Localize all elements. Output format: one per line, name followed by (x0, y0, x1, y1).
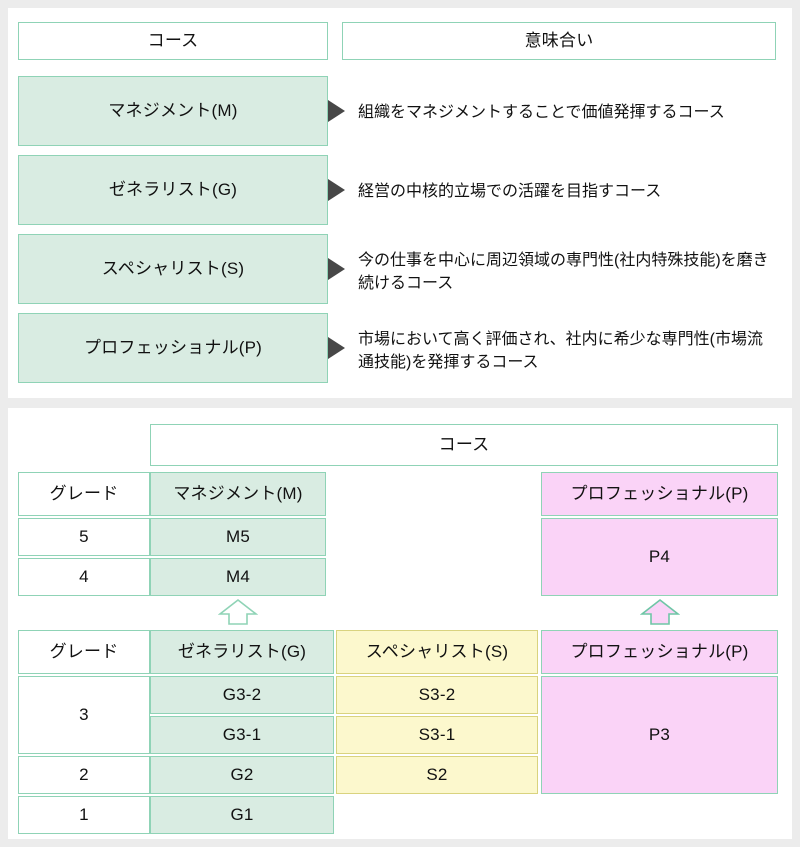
cell-g3-1[interactable]: G3-1 (150, 716, 334, 754)
grade-course-matrix-panel: コース グレード マネジメント(M) プロフェッショナル(P) 5 M5 4 M… (8, 408, 792, 839)
cell-s2[interactable]: S2 (336, 756, 538, 794)
lower-course-professional[interactable]: プロフェッショナル(P) (541, 630, 778, 674)
cell-p4[interactable]: P4 (541, 518, 778, 596)
top-header-course: コース (18, 22, 328, 60)
lower-course-generalist[interactable]: ゼネラリスト(G) (150, 630, 334, 674)
course-box-specialist[interactable]: スペシャリスト(S) (18, 234, 328, 304)
upper-course-professional[interactable]: プロフェッショナル(P) (541, 472, 778, 516)
arrow-right-icon-1 (328, 100, 345, 122)
up-arrow-icon-management (218, 598, 258, 626)
cell-g1[interactable]: G1 (150, 796, 334, 834)
meaning-text-specialist: 今の仕事を中心に周辺領域の専門性(社内特殊技能)を磨き続けるコース (358, 252, 769, 293)
arrow-right-icon-2 (328, 179, 345, 201)
up-arrow-icon-professional (640, 598, 680, 626)
cell-g3-2[interactable]: G3-2 (150, 676, 334, 714)
top-header-meaning: 意味合い (342, 22, 776, 60)
cell-g2[interactable]: G2 (150, 756, 334, 794)
upper-grade-header: グレード (18, 472, 150, 516)
cell-m4[interactable]: M4 (150, 558, 326, 596)
lower-course-specialist[interactable]: スペシャリスト(S) (336, 630, 538, 674)
course-box-generalist[interactable]: ゼネラリスト(G) (18, 155, 328, 225)
lower-grade-2: 2 (18, 756, 150, 794)
meaning-text-generalist: 経営の中核的立場での活躍を目指すコース (358, 183, 662, 200)
lower-grade-1: 1 (18, 796, 150, 834)
course-definition-panel: コース 意味合い マネジメント(M) 組織をマネジメントすることで価値発揮するコ… (8, 8, 792, 398)
cell-p3[interactable]: P3 (541, 676, 778, 794)
lower-grade-header: グレード (18, 630, 150, 674)
cell-s3-2[interactable]: S3-2 (336, 676, 538, 714)
course-box-professional[interactable]: プロフェッショナル(P) (18, 313, 328, 383)
lower-grade-3: 3 (18, 676, 150, 754)
course-box-management[interactable]: マネジメント(M) (18, 76, 328, 146)
cell-s3-1[interactable]: S3-1 (336, 716, 538, 754)
arrow-right-icon-3 (328, 258, 345, 280)
matrix-header-course: コース (150, 424, 778, 466)
upper-grade-5: 5 (18, 518, 150, 556)
cell-m5[interactable]: M5 (150, 518, 326, 556)
meaning-text-professional: 市場において高く評価され、社内に希少な専門性(市場流通技能)を発揮するコース (358, 331, 764, 372)
upper-grade-4: 4 (18, 558, 150, 596)
upper-course-management[interactable]: マネジメント(M) (150, 472, 326, 516)
arrow-right-icon-4 (328, 337, 345, 359)
meaning-text-management: 組織をマネジメントすることで価値発揮するコース (358, 104, 725, 121)
